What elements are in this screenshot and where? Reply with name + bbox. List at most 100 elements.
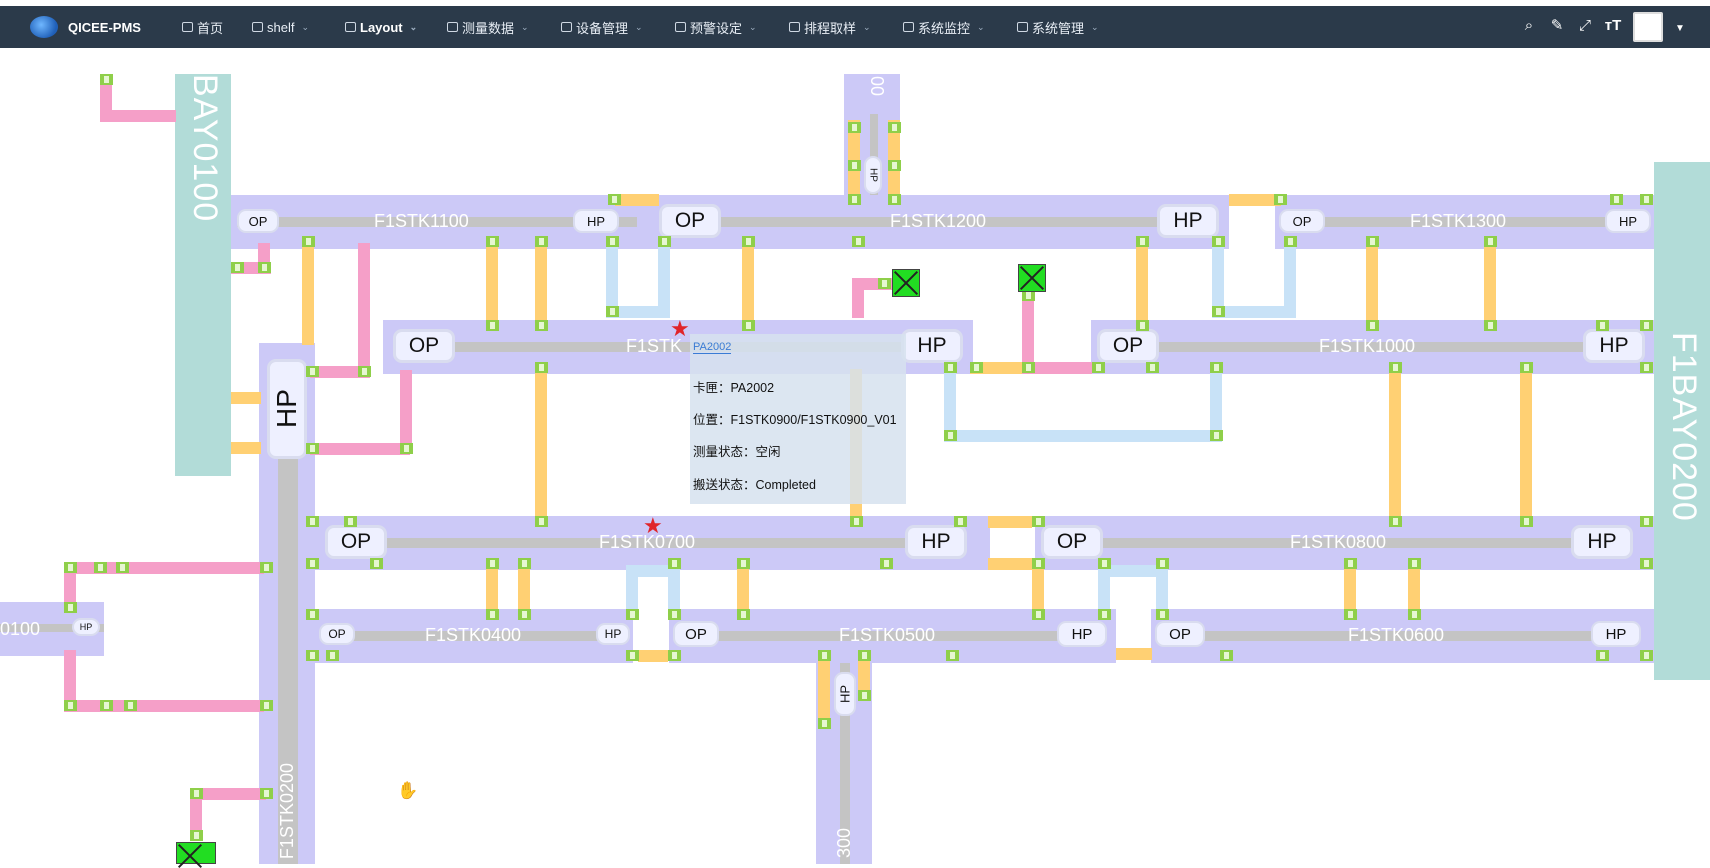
- port-hp[interactable]: HP: [267, 359, 307, 459]
- rail-pink[interactable]: [64, 562, 76, 606]
- port-op[interactable]: OP: [319, 623, 355, 645]
- carrier-star-icon[interactable]: ★: [670, 316, 690, 341]
- transfer-node[interactable]: [1610, 194, 1623, 205]
- rail-orange[interactable]: [1366, 243, 1378, 325]
- rail-pink[interactable]: [64, 562, 264, 574]
- transfer-node[interactable]: [850, 516, 863, 527]
- transfer-node[interactable]: [742, 320, 755, 331]
- transfer-node[interactable]: [888, 160, 901, 171]
- transfer-node[interactable]: [946, 650, 959, 661]
- port-hp[interactable]: HP: [1591, 621, 1641, 647]
- transfer-node[interactable]: [124, 700, 137, 711]
- menu-system-mgmt[interactable]: 系统管理⌄: [1017, 6, 1099, 48]
- transfer-node[interactable]: [306, 558, 319, 569]
- transfer-node[interactable]: [1640, 558, 1653, 569]
- transfer-node[interactable]: [970, 362, 983, 373]
- transfer-node[interactable]: [606, 306, 619, 317]
- transfer-node[interactable]: [1146, 362, 1159, 373]
- rail-orange[interactable]: [1032, 565, 1044, 613]
- transfer-node[interactable]: [116, 562, 129, 573]
- transfer-node[interactable]: [1484, 236, 1497, 247]
- equipment-device[interactable]: [176, 842, 216, 864]
- transfer-node[interactable]: [1520, 516, 1533, 527]
- transfer-node[interactable]: [1389, 516, 1402, 527]
- port-hp[interactable]: HP: [1057, 621, 1107, 647]
- transfer-node[interactable]: [1366, 236, 1379, 247]
- rail-orange[interactable]: [1136, 243, 1148, 325]
- transfer-node[interactable]: [1022, 362, 1035, 373]
- rail-blue[interactable]: [1212, 243, 1224, 313]
- transfer-node[interactable]: [818, 650, 831, 661]
- rail-blue[interactable]: [1284, 243, 1296, 313]
- port-op[interactable]: OP: [659, 204, 721, 238]
- rail-orange[interactable]: [858, 660, 870, 690]
- transfer-node[interactable]: [535, 320, 548, 331]
- transfer-node[interactable]: [306, 366, 319, 377]
- transfer-node[interactable]: [306, 516, 319, 527]
- transfer-node[interactable]: [1344, 609, 1357, 620]
- port-op[interactable]: OP: [1155, 621, 1205, 647]
- transfer-node[interactable]: [606, 236, 619, 247]
- stocker-left-fragment[interactable]: 0100 HP: [0, 602, 104, 656]
- transfer-node[interactable]: [1022, 290, 1035, 301]
- transfer-node[interactable]: [100, 74, 113, 85]
- rail-pink[interactable]: [400, 370, 412, 450]
- transfer-node[interactable]: [306, 650, 319, 661]
- port-op[interactable]: OP: [1041, 525, 1103, 559]
- port-hp[interactable]: HP: [573, 209, 619, 233]
- transfer-node[interactable]: [944, 430, 957, 441]
- transfer-node[interactable]: [742, 236, 755, 247]
- transfer-node[interactable]: [258, 262, 271, 273]
- rail-orange[interactable]: [638, 650, 668, 662]
- edit-icon[interactable]: ✎: [1550, 17, 1564, 34]
- transfer-node[interactable]: [1210, 362, 1223, 373]
- transfer-node[interactable]: [852, 236, 865, 247]
- port-hp[interactable]: HP: [1605, 209, 1651, 233]
- transfer-node[interactable]: [64, 602, 77, 613]
- transfer-node[interactable]: [1640, 362, 1653, 373]
- port-hp[interactable]: HP: [1571, 525, 1633, 559]
- equipment-device[interactable]: [892, 269, 920, 297]
- rail-blue[interactable]: [1098, 565, 1110, 615]
- rail-pink[interactable]: [100, 80, 112, 120]
- transfer-node[interactable]: [626, 650, 639, 661]
- rail-pink[interactable]: [1022, 290, 1034, 370]
- port-op[interactable]: OP: [673, 621, 719, 647]
- menu-layout[interactable]: Layout⌄: [345, 6, 417, 48]
- rail-blue[interactable]: [626, 565, 638, 615]
- rail-pink[interactable]: [64, 650, 76, 710]
- rail-orange[interactable]: [535, 369, 547, 521]
- port-op[interactable]: OP: [1279, 209, 1325, 233]
- rail-blue[interactable]: [1210, 369, 1222, 439]
- transfer-node[interactable]: [1032, 516, 1045, 527]
- transfer-node[interactable]: [370, 558, 383, 569]
- transfer-node[interactable]: [668, 558, 681, 569]
- transfer-node[interactable]: [1098, 558, 1111, 569]
- port-hp[interactable]: HP: [905, 525, 967, 559]
- rail-orange[interactable]: [1408, 565, 1420, 613]
- transfer-node[interactable]: [818, 718, 831, 729]
- stocker-f1stk0600[interactable]: OP F1STK0600 HP: [1151, 609, 1654, 663]
- menu-shelf[interactable]: shelf⌄: [252, 6, 309, 48]
- transfer-node[interactable]: [848, 122, 861, 133]
- transfer-node[interactable]: [1640, 650, 1653, 661]
- search-icon[interactable]: ⌕: [1524, 17, 1534, 34]
- port-hp[interactable]: HP: [72, 618, 100, 636]
- stocker-f1stk0700[interactable]: OP F1STK0700 HP: [315, 516, 990, 570]
- rail-blue[interactable]: [606, 243, 618, 313]
- transfer-node[interactable]: [190, 830, 203, 841]
- bay-bay0100[interactable]: BAY0100: [175, 74, 231, 476]
- transfer-node[interactable]: [1284, 236, 1297, 247]
- equipment-device[interactable]: [1018, 264, 1046, 292]
- transfer-node[interactable]: [535, 362, 548, 373]
- transfer-node[interactable]: [1212, 236, 1225, 247]
- menu-measure-data[interactable]: 测量数据⌄: [447, 6, 529, 48]
- transfer-node[interactable]: [400, 443, 413, 454]
- transfer-node[interactable]: [668, 609, 681, 620]
- rail-blue[interactable]: [944, 369, 956, 439]
- transfer-node[interactable]: [518, 558, 531, 569]
- transfer-node[interactable]: [1640, 194, 1653, 205]
- menu-system-monitor[interactable]: 系统监控⌄: [903, 6, 985, 48]
- transfer-node[interactable]: [1640, 516, 1653, 527]
- transfer-node[interactable]: [1520, 362, 1533, 373]
